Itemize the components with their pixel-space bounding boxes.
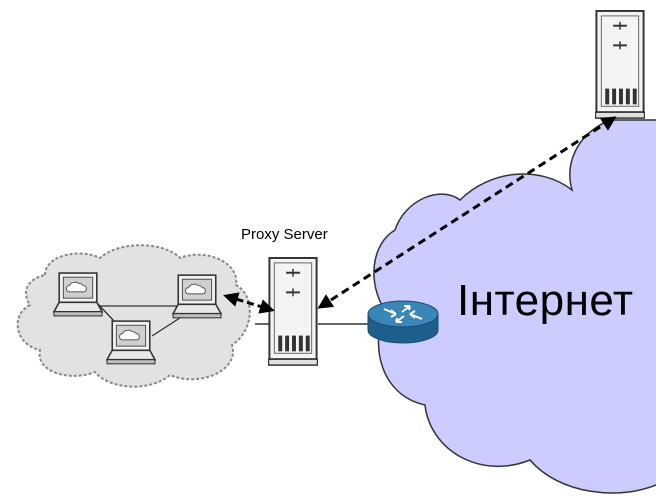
laptop-proxy-arrow xyxy=(223,292,275,314)
router-icon xyxy=(367,300,439,344)
internet-label: Інтернет xyxy=(457,276,634,325)
laptop-1-icon xyxy=(53,272,103,317)
laptop-2-icon xyxy=(172,274,222,319)
proxy-server-label: Proxy Server xyxy=(241,226,328,243)
remote-server-icon xyxy=(595,10,645,120)
proxy-remote-arrow xyxy=(317,116,617,309)
laptop-3-icon xyxy=(106,320,156,365)
proxy-server-icon xyxy=(268,257,318,367)
